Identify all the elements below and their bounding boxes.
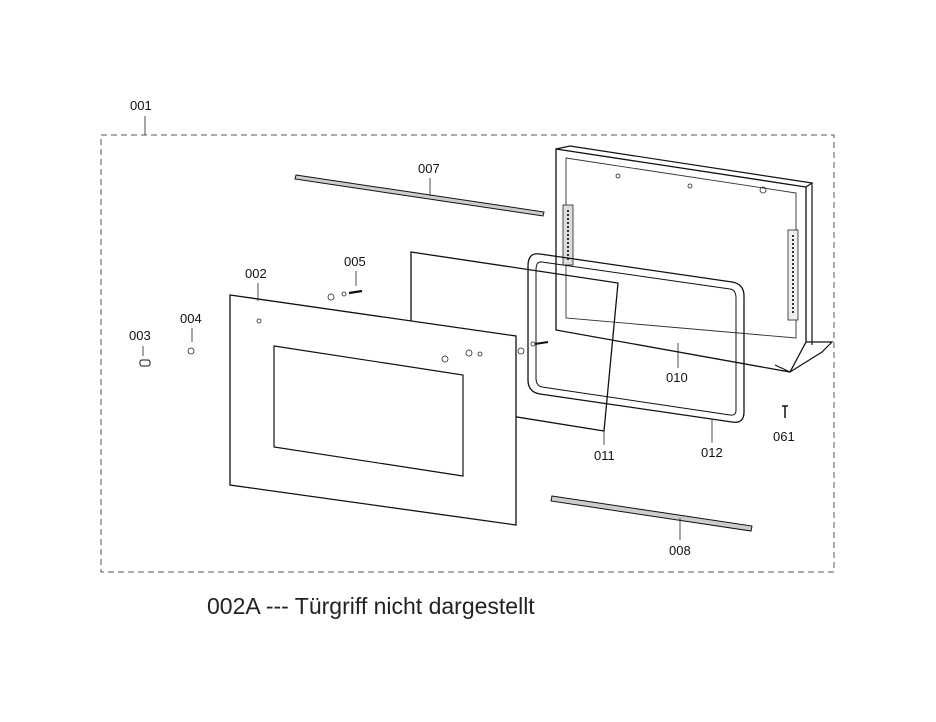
label-001: 001 (130, 98, 152, 113)
label-012: 012 (701, 445, 723, 460)
label-007: 007 (418, 161, 440, 176)
part-002-outer-door-glass (229, 283, 517, 526)
assembly-boundary (100, 134, 835, 573)
part-003-screw (139, 346, 151, 367)
part-008-bottom-strip (550, 495, 753, 540)
label-011: 011 (594, 448, 615, 463)
label-061: 061 (773, 429, 795, 444)
part-061-pin (782, 405, 788, 418)
part-007-top-strip (294, 174, 545, 217)
part-004-washer (187, 328, 195, 355)
part-005-screw-set (327, 271, 363, 301)
label-003: 003 (129, 328, 151, 343)
footnote: 002A --- Türgriff nicht dargestellt (207, 593, 535, 619)
label-005: 005 (344, 254, 366, 269)
label-002: 002 (245, 266, 267, 281)
label-010: 010 (666, 370, 688, 385)
part-012-door-seal (527, 253, 745, 443)
label-008: 008 (669, 543, 691, 558)
part-inner-door-frame (555, 145, 834, 373)
label-004: 004 (180, 311, 202, 326)
